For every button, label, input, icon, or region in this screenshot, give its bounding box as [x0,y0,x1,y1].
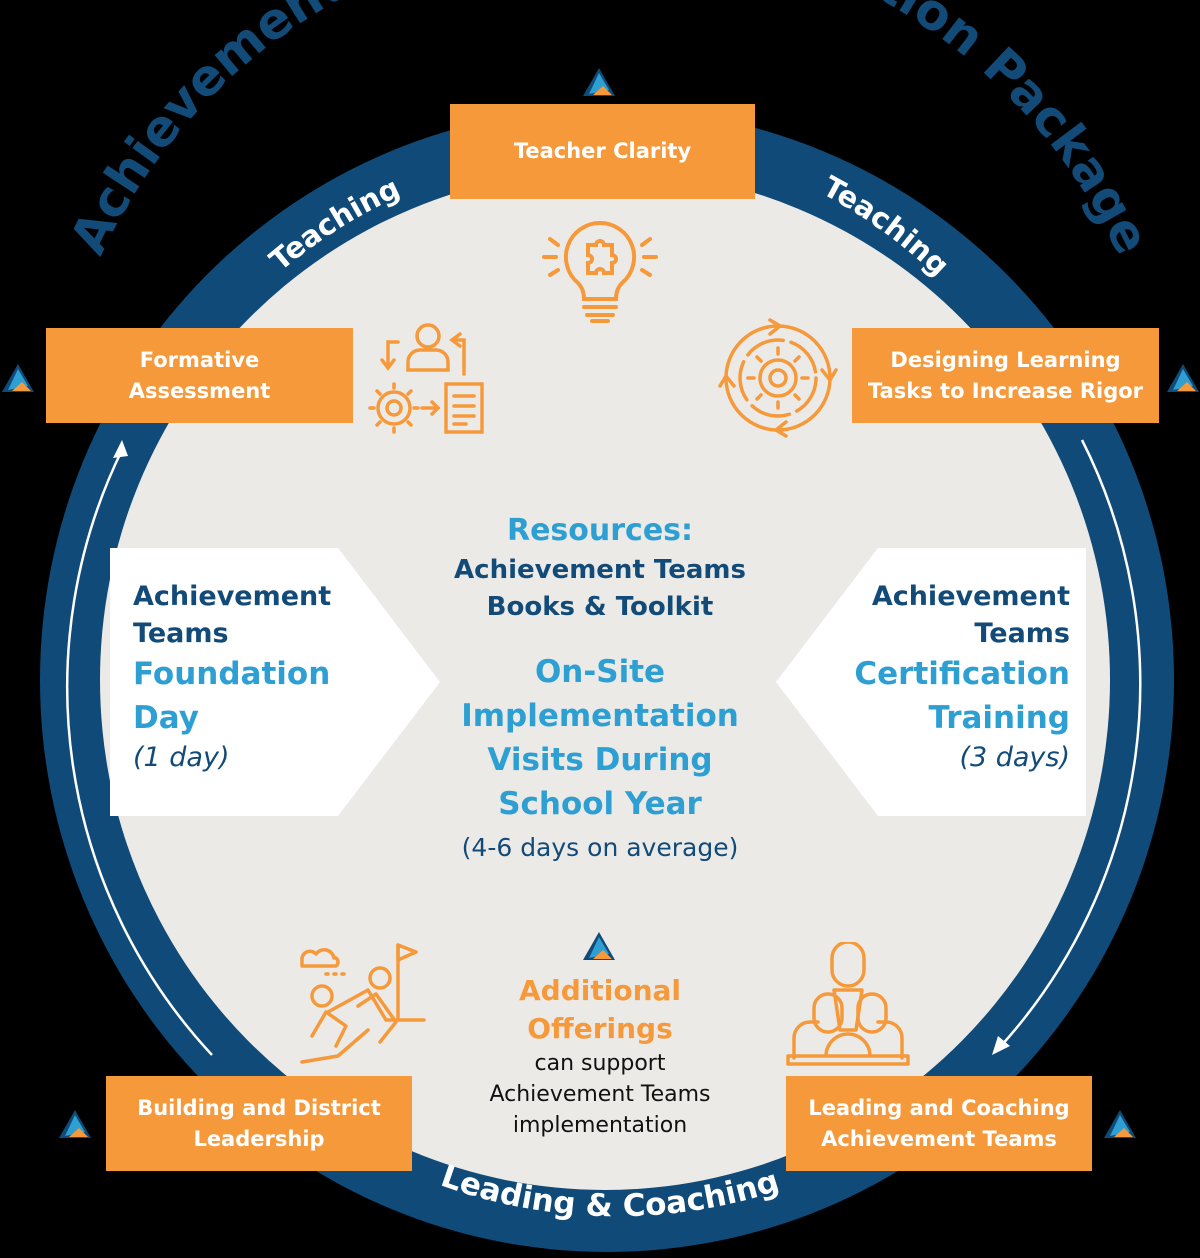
box-formative-assessment-line2: Assessment [128,378,271,403]
right-panel-line3: Certification [854,656,1070,692]
left-panel-line3: Foundation [133,656,331,692]
resources-heading: Resources: [506,513,694,548]
inner-disc [100,170,1110,1190]
person-gear-document-cycle-icon [368,323,484,434]
box-designing-tasks-line2: Tasks to Increase Rigor [867,378,1144,403]
additional-heading2: Offerings [527,1012,673,1045]
logo-icon-right [1167,364,1199,392]
box-leading-coaching: Leading and Coaching Achievement Teams [786,1076,1092,1171]
box-teacher-clarity: Teacher Clarity [450,104,755,199]
gear-circular-arrows-icon [718,318,838,438]
box-designing-tasks-line1: Designing Learning [890,347,1121,372]
left-panel-foundation-day: Achievement Teams Foundation Day (1 day) [133,578,393,776]
box-designing-tasks: Designing Learning Tasks to Increase Rig… [852,328,1159,423]
onsite-line3: Visits During [487,742,713,778]
right-panel-certification-training: Achievement Teams Certification Training… [810,578,1070,776]
center-onsite-visits: On-Site Implementation Visits During Sch… [400,650,800,870]
logo-icon-center [583,932,615,960]
box-formative-assessment-line1: Formative [139,347,260,372]
right-panel-shape [776,548,1086,816]
right-panel-duration: (3 days) [959,742,1070,773]
logo-icon-bottom-right [1104,1110,1136,1138]
additional-line1: can support [534,1051,666,1076]
box-teacher-clarity-label: Teacher Clarity [513,139,692,163]
onsite-line1: On-Site [534,654,666,690]
additional-offerings: Additional Offerings can support Achieve… [400,972,800,1141]
left-panel-shape [110,548,440,816]
flow-arrow-left-icon [65,440,213,1056]
lightbulb-puzzle-icon [542,220,658,323]
onsite-line4: School Year [498,786,702,822]
onsite-line2: Implementation [461,698,739,734]
left-panel-duration: (1 day) [133,742,230,773]
flow-arrow-right-icon [992,439,1142,1055]
left-panel-line4: Day [133,700,199,736]
box-building-district-line1: Building and District [137,1095,381,1120]
team-group-icon [786,942,910,1066]
box-building-district-leadership: Building and District Leadership [106,1076,412,1171]
logo-icon-top [583,68,615,96]
onsite-note: (4-6 days on average) [461,833,739,862]
resources-line1: Achievement Teams [454,555,746,585]
right-panel-line1: Achievement [871,581,1070,612]
center-resources: Resources: Achievement Teams Books & Too… [400,510,800,626]
box-leading-coaching-line1: Leading and Coaching [808,1095,1070,1120]
left-panel-line2: Teams [133,618,229,649]
box-building-district-line2: Leadership [193,1126,325,1151]
right-panel-line2: Teams [974,618,1070,649]
box-formative-assessment: Formative Assessment [46,328,353,423]
climbing-team-flag-icon [300,943,426,1064]
left-panel-line1: Achievement [133,581,332,612]
logo-icon-bottom-left [59,1110,91,1138]
additional-heading1: Additional [519,974,681,1007]
additional-line3: implementation [512,1113,688,1138]
right-panel-line4: Training [928,700,1070,736]
logo-icon-left [2,364,34,392]
resources-line2: Books & Toolkit [486,592,714,622]
box-leading-coaching-line2: Achievement Teams [821,1126,1057,1151]
additional-line2: Achievement Teams [489,1082,711,1107]
